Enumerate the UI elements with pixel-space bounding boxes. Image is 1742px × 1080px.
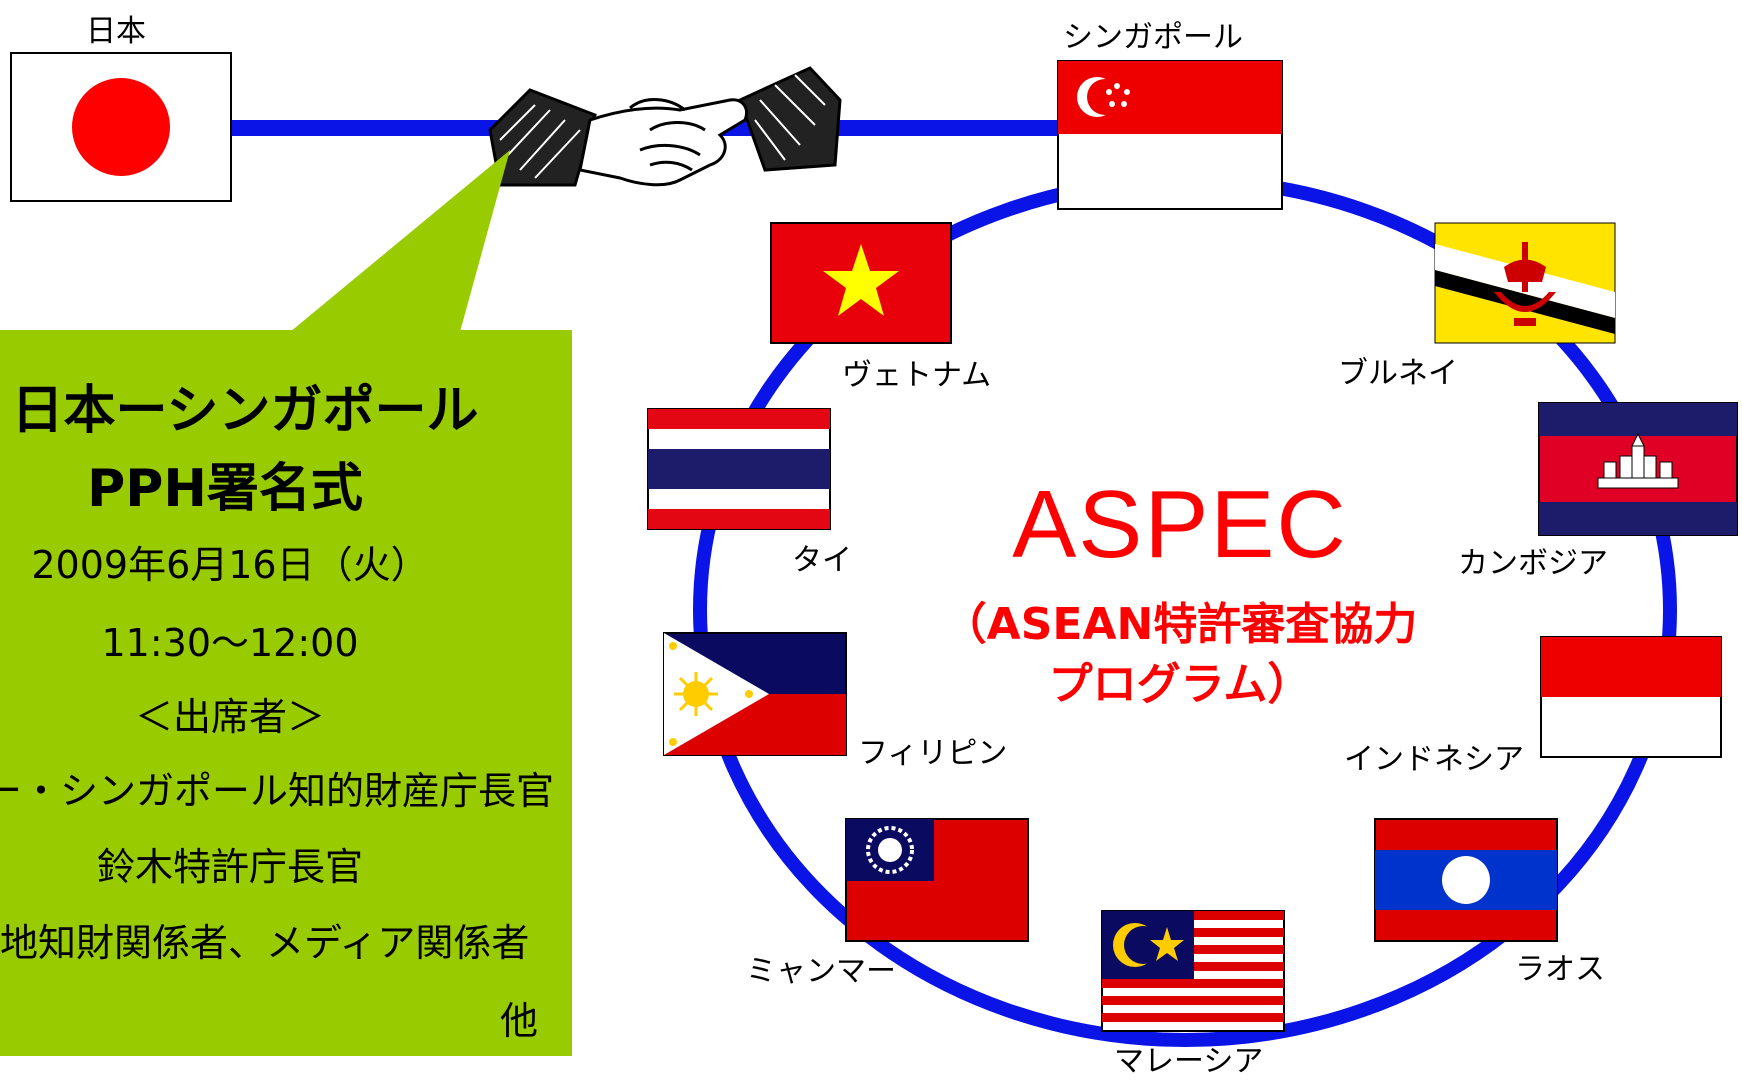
aspec-title: ASPEC <box>1012 471 1348 578</box>
aspec-subtitle-line2: プログラム） <box>1048 659 1312 710</box>
indonesia-flag <box>1540 636 1722 758</box>
callout-time: 11:30〜12:00 <box>101 621 359 665</box>
malaysia-label: マレーシア <box>1114 1044 1264 1079</box>
cambodia-flag <box>1538 402 1738 536</box>
thailand-flag <box>647 408 831 530</box>
cambodia-label: カンボジア <box>1458 546 1608 581</box>
callout-attendee1: ー・シンガポール知的財産庁長官 <box>0 760 554 815</box>
callout-attendee2: 鈴木特許庁長官 <box>96 845 363 889</box>
laos-flag <box>1374 818 1558 942</box>
brunei-label: ブルネイ <box>1338 356 1458 391</box>
thailand-label: タイ <box>792 543 852 578</box>
indonesia-label: インドネシア <box>1344 742 1524 777</box>
brunei-flag <box>1434 222 1616 344</box>
laos-label: ラオス <box>1515 952 1605 987</box>
vietnam-flag <box>770 222 952 344</box>
vietnam-label: ヴェトナム <box>842 358 992 393</box>
singapore-flag <box>1057 60 1283 210</box>
japan-label: 日本 <box>86 14 146 49</box>
singapore-label: シンガポール <box>1063 20 1243 55</box>
malaysia-flag <box>1101 910 1285 1032</box>
aspec-subtitle-line1: （ASEAN特許審査協力 <box>942 599 1418 650</box>
callout-title-line1: 日本ーシンガポール <box>11 381 479 441</box>
handshake-icon <box>488 66 842 187</box>
callout-title-line2: PPH署名式 <box>87 459 363 519</box>
myanmar-label: ミャンマー <box>746 954 896 989</box>
philippines-label: フィリピン <box>858 736 1008 771</box>
japan-flag <box>10 52 232 202</box>
callout-attendee1-prefix: ー・ <box>0 769 61 813</box>
philippines-flag <box>663 632 847 756</box>
callout-attendee1-name: シンガポール知的財産庁長官 <box>60 769 555 813</box>
callout-other: 他 <box>500 999 539 1043</box>
callout-date: 2009年6月16日（火） <box>31 543 429 587</box>
callout-attendee3: 現地知財関係者、メディア関係者 <box>0 921 530 965</box>
callout-attendees-header: ＜出席者＞ <box>134 695 325 739</box>
callout-box <box>0 150 572 1056</box>
myanmar-flag <box>845 818 1029 942</box>
